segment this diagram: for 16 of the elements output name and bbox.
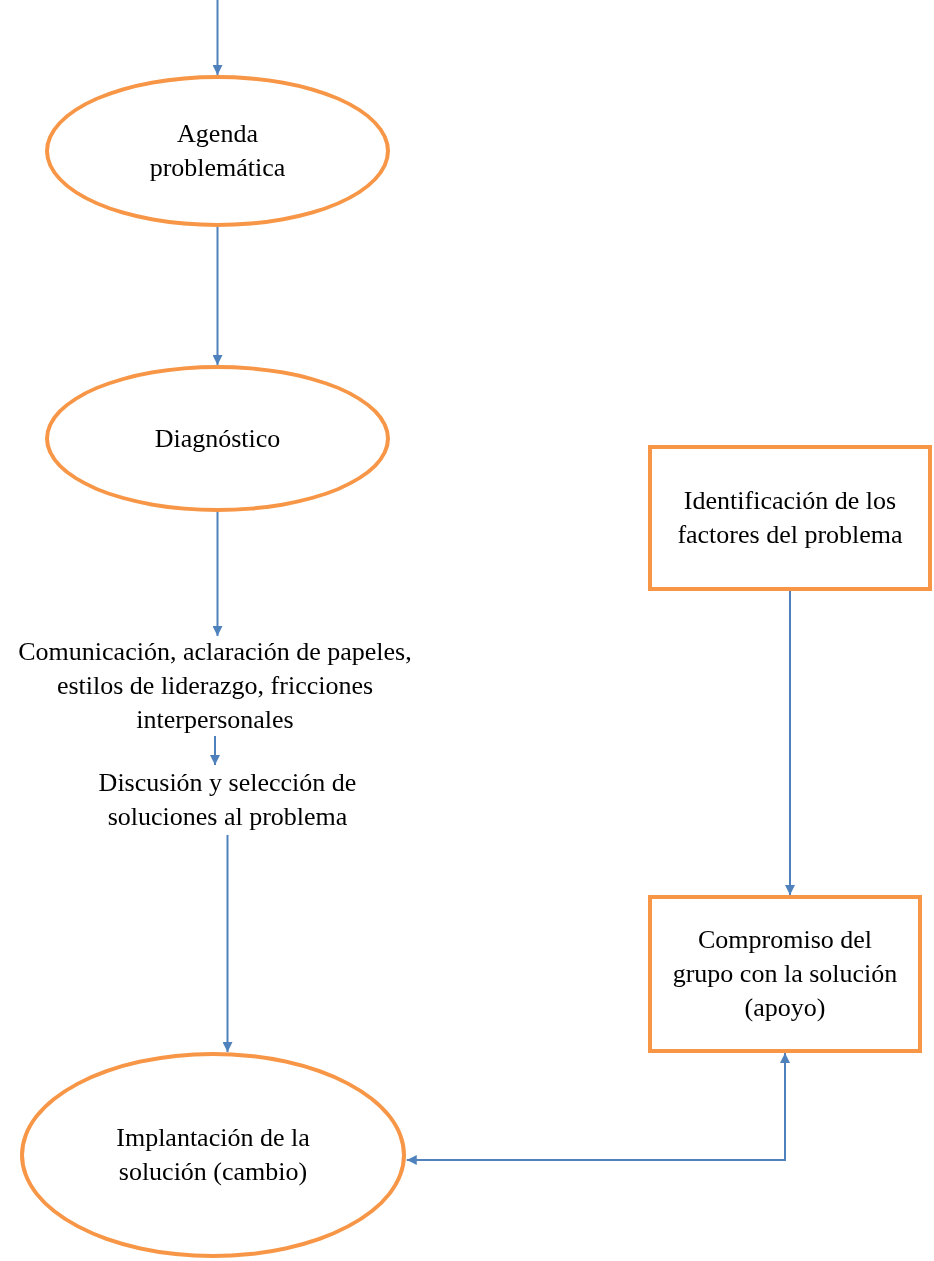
node-label: Compromiso del grupo con la solución (apoyo) [671,924,899,1024]
arrow [405,1052,790,1165]
arrow [222,834,233,1053]
process-box [648,445,932,591]
arrow [212,0,223,76]
node-label: Agenda problemática [148,118,287,184]
node-label: Comunicación, aclaración de papeles, estilos de liderazgo, fricciones interpersonales [17,636,413,736]
arrow [210,735,220,766]
arrow [212,511,223,637]
process-box [648,895,922,1053]
arrow [785,590,795,896]
node-label: Identificación de los factores del problema [676,485,904,551]
node-label: Discusión y selección de soluciones al problema [97,767,358,833]
node-label: Implantación de la solución (cambio) [115,1122,311,1188]
node-label: Diagnóstico [154,422,281,455]
arrow [212,226,223,366]
